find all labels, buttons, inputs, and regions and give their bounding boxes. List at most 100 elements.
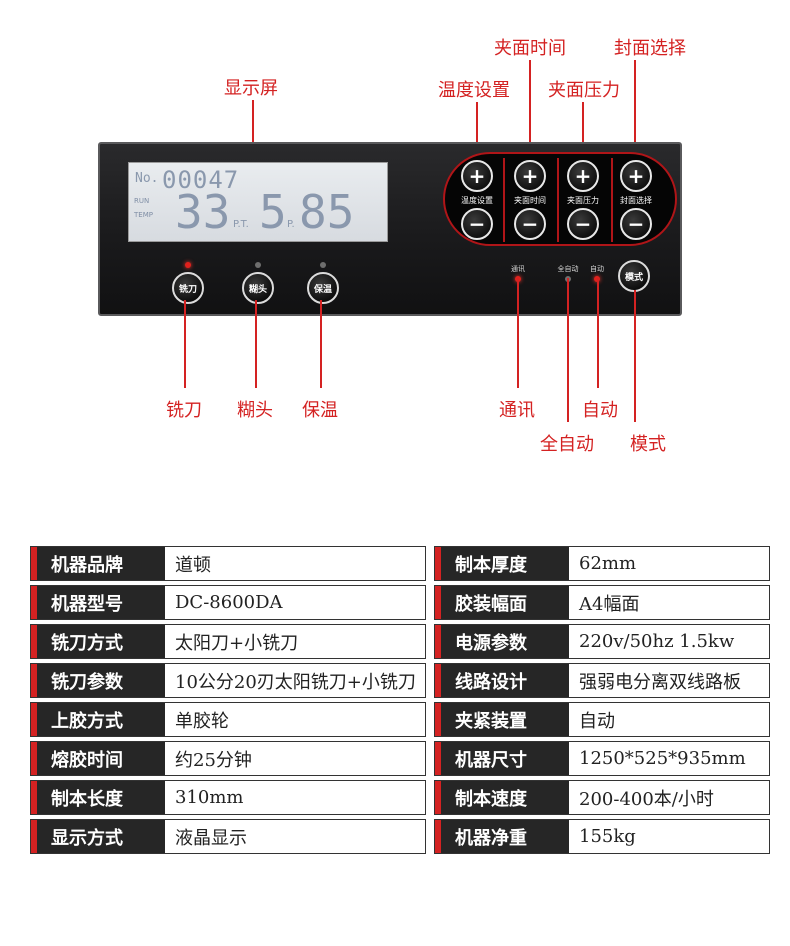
spec-row: 上胶方式 单胶轮 [30,702,426,737]
mill-button[interactable]: 铣刀 [172,272,204,304]
spec-key: 制本速度 [435,781,569,814]
temp-plus-button[interactable]: + [461,160,493,192]
spec-key: 铣刀方式 [31,625,165,658]
spec-key: 显示方式 [31,820,165,853]
lcd-tag-run: RUN [134,197,150,205]
spec-table-left: 机器品牌 道顿 机器型号 DC-8600DA 铣刀方式 太阳刀+小铣刀 铣刀参数… [30,546,426,858]
spec-key: 上胶方式 [31,703,165,736]
spec-value: 1250*525*935mm [569,742,769,775]
cover-select-plus-button[interactable]: + [620,160,652,192]
spec-row: 制本厚度 62mm [434,546,770,581]
spec-key: 线路设计 [435,664,569,697]
glue-indicator-led [255,262,261,268]
callout-line-mill [184,300,186,388]
spec-key: 机器净重 [435,820,569,853]
lcd-pt-label: P.T. [233,219,249,230]
callout-line-full-auto [567,278,569,422]
spec-row: 机器品牌 道顿 [30,546,426,581]
callout-mode: 模式 [630,434,666,455]
callout-line-comm [517,278,519,388]
spec-value: 155kg [569,820,769,853]
spec-row: 机器型号 DC-8600DA [30,585,426,620]
spec-row: 铣刀参数 10公分20刃太阳铣刀+小铣刀 [30,663,426,698]
callout-full-auto: 全自动 [540,434,594,455]
callout-line-temp [476,102,478,174]
spec-value: 单胶轮 [165,703,425,736]
spec-key: 电源参数 [435,625,569,658]
lcd-p-value: 85 [299,185,355,239]
mill-indicator-led [185,262,191,268]
spec-row: 电源参数 220v/50hz 1.5kw [434,624,770,659]
temp-set-label: 温度设置 [461,196,493,205]
clamp-time-label: 夹面时间 [514,196,546,205]
callout-temp-set: 温度设置 [438,80,510,101]
spec-table-right: 制本厚度 62mm 胶装幅面 A4幅面 电源参数 220v/50hz 1.5kw… [434,546,770,858]
glue-button[interactable]: 糊头 [242,272,274,304]
callout-cover-select: 封面选择 [614,38,686,59]
spec-row: 制本速度 200-400本/小时 [434,780,770,815]
temp-minus-button[interactable]: − [461,208,493,240]
spec-value: 道顿 [165,547,425,580]
callout-glue: 糊头 [237,400,273,421]
callout-line-auto [597,278,599,388]
keep-warm-button[interactable]: 保温 [307,272,339,304]
spec-row: 线路设计 强弱电分离双线路板 [434,663,770,698]
callout-keep-warm: 保温 [302,400,338,421]
spec-value: DC-8600DA [165,586,425,619]
callout-line-mode [634,290,636,422]
lcd-pt-value: 5 [259,185,287,239]
callout-comm: 通讯 [499,400,535,421]
warm-indicator-led [320,262,326,268]
spec-key: 机器型号 [31,586,165,619]
cover-select-minus-button[interactable]: − [620,208,652,240]
callout-display: 显示屏 [224,78,278,99]
comm-label: 通讯 [511,265,525,273]
lcd-p-label: P. [287,219,295,230]
spec-key: 熔胶时间 [31,742,165,775]
spec-row: 夹紧装置 自动 [434,702,770,737]
spec-key: 制本长度 [31,781,165,814]
lcd-counter: 00047 [162,166,240,194]
spec-value: 10公分20刃太阳铣刀+小铣刀 [165,664,425,697]
spec-row: 铣刀方式 太阳刀+小铣刀 [30,624,426,659]
callout-auto: 自动 [582,400,618,421]
spec-row: 胶装幅面 A4幅面 [434,585,770,620]
mode-button[interactable]: 模式 [618,260,650,292]
spec-row: 机器净重 155kg [434,819,770,854]
spec-value: 200-400本/小时 [569,781,769,814]
callout-clamp-pressure: 夹面压力 [548,80,620,101]
spec-key: 机器品牌 [31,547,165,580]
callout-line-cover [634,60,636,174]
spec-value: 62mm [569,547,769,580]
spec-row: 熔胶时间 约25分钟 [30,741,426,776]
clamp-pressure-minus-button[interactable]: − [567,208,599,240]
cluster-divider [611,158,613,242]
spec-value: 220v/50hz 1.5kw [569,625,769,658]
lcd-display: No. 00047 RUN TEMP 33 P.T. 5 P. 85 [128,162,388,242]
callout-mill: 铣刀 [166,400,202,421]
spec-value: 约25分钟 [165,742,425,775]
clamp-pressure-plus-button[interactable]: + [567,160,599,192]
clamp-pressure-label: 夹面压力 [567,196,599,205]
clamp-time-minus-button[interactable]: − [514,208,546,240]
clamp-time-plus-button[interactable]: + [514,160,546,192]
spec-row: 显示方式 液晶显示 [30,819,426,854]
spec-key: 胶装幅面 [435,586,569,619]
spec-key: 铣刀参数 [31,664,165,697]
callout-line-glue [255,300,257,388]
lcd-no-label: No. [135,171,159,186]
spec-key: 夹紧装置 [435,703,569,736]
cover-select-label: 封面选择 [620,196,652,205]
spec-value: 310mm [165,781,425,814]
callout-line-clamp-pressure [582,102,584,174]
callout-line-clamp-time [529,60,531,174]
spec-key: 机器尺寸 [435,742,569,775]
spec-value: A4幅面 [569,586,769,619]
lcd-tag-temp: TEMP [134,211,153,219]
control-panel: No. 00047 RUN TEMP 33 P.T. 5 P. 85 + 温度设… [98,142,682,316]
spec-row: 制本长度 310mm [30,780,426,815]
adjust-button-cluster: + 温度设置 − + 夹面时间 − + 夹面压力 − + 封面选择 − [443,152,677,246]
full-auto-label: 全自动 [557,265,579,273]
spec-value: 太阳刀+小铣刀 [165,625,425,658]
spec-value: 强弱电分离双线路板 [569,664,769,697]
